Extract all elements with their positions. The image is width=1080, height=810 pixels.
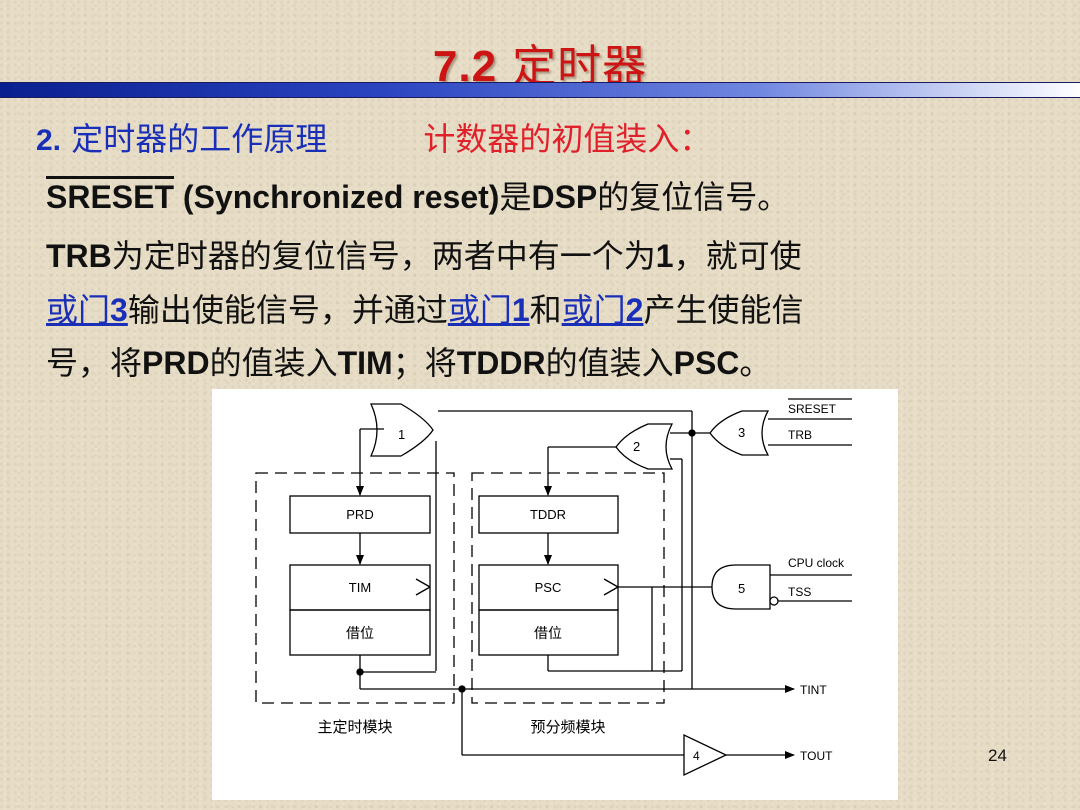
section-heading: 2. 定时器的工作原理 计数器的初值装入：	[36, 114, 711, 160]
tim-label: TIM	[349, 580, 371, 595]
or-gate-2-link[interactable]: 或门2	[561, 291, 644, 329]
text-span: 。	[739, 344, 772, 382]
or-gate-3	[709, 410, 770, 456]
paragraph-line-2: TRB为定时器的复位信号，两者中有一个为1，就可使	[46, 231, 802, 277]
psc-borrow-label: 借位	[534, 626, 562, 642]
gate-5-label: 5	[738, 581, 745, 596]
text-span: 的值装入	[209, 344, 338, 382]
prd-text: PRD	[142, 345, 210, 381]
main-timer-module-label: 主定时模块	[317, 718, 392, 736]
gate-4-label: 4	[693, 749, 700, 763]
sreset-desc: (Synchronized reset)	[174, 179, 500, 215]
text-span: 是	[499, 178, 532, 216]
title-bar	[0, 82, 1080, 98]
tint-label: TINT	[800, 683, 827, 697]
tddr-label: TDDR	[530, 507, 566, 522]
prescaler-module-box	[471, 472, 665, 704]
gate-2-label: 2	[633, 439, 640, 454]
psc-text: PSC	[673, 345, 740, 381]
paragraph-line-1: SRESET (Synchronized reset)是DSP的复位信号。	[46, 172, 789, 218]
gate-3-label: 3	[738, 425, 745, 440]
text-span: 产生使能信	[643, 291, 804, 329]
or-gate-3-link[interactable]: 或门3	[46, 291, 128, 329]
or-gate-1	[369, 403, 434, 457]
main-timer-module-box	[255, 472, 455, 704]
prescaler-module-label: 预分频模块	[530, 718, 605, 736]
text-span: 输出使能信号，并通过	[127, 291, 448, 329]
paragraph-line-3: 或门3输出使能信号，并通过或门1和或门2产生使能信	[46, 285, 803, 331]
text-span: 的值装入	[545, 344, 674, 382]
section-title: 定时器的工作原理	[71, 120, 328, 158]
trb-signal-label: TRB	[788, 428, 812, 442]
dsp-text: DSP	[531, 179, 598, 215]
text-span: 和	[529, 291, 562, 329]
or-gate-2	[615, 423, 674, 470]
tddr-text: TDDR	[456, 345, 546, 381]
trb-text: TRB	[46, 238, 112, 274]
text-span: 的复位信号。	[597, 178, 790, 216]
tim-borrow-label: 借位	[346, 626, 374, 642]
text-span: 号，将	[46, 344, 143, 382]
section-number: 2.	[36, 124, 62, 157]
sreset-signal-label: SRESET	[788, 402, 837, 416]
text-span: 为定时器的复位信号，两者中有一个为	[111, 237, 656, 275]
sreset-text: SRESET	[46, 179, 175, 215]
prd-label: PRD	[346, 507, 373, 522]
tim-text: TIM	[337, 345, 393, 381]
timer-block-diagram: PRD TIM 借位 TDDR PSC 借位 1 2 3 5 4 SRESET …	[212, 389, 898, 800]
text-span: ；将	[392, 344, 457, 382]
cpu-clock-label: CPU clock	[788, 556, 845, 570]
buffer-4	[683, 733, 728, 777]
psc-label: PSC	[535, 580, 562, 595]
gate-1-label: 1	[398, 427, 405, 442]
page-number: 24	[988, 746, 1007, 765]
or-gate-1-link[interactable]: 或门1	[447, 291, 530, 329]
tss-label: TSS	[788, 585, 811, 599]
text-span: 1	[655, 238, 674, 274]
text-span: ，就可使	[673, 237, 802, 275]
tout-label: TOUT	[800, 749, 833, 763]
paragraph-line-4: 号，将PRD的值装入TIM；将TDDR的值装入PSC。	[46, 338, 771, 384]
section-highlight: 计数器的初值装入：	[423, 120, 712, 158]
